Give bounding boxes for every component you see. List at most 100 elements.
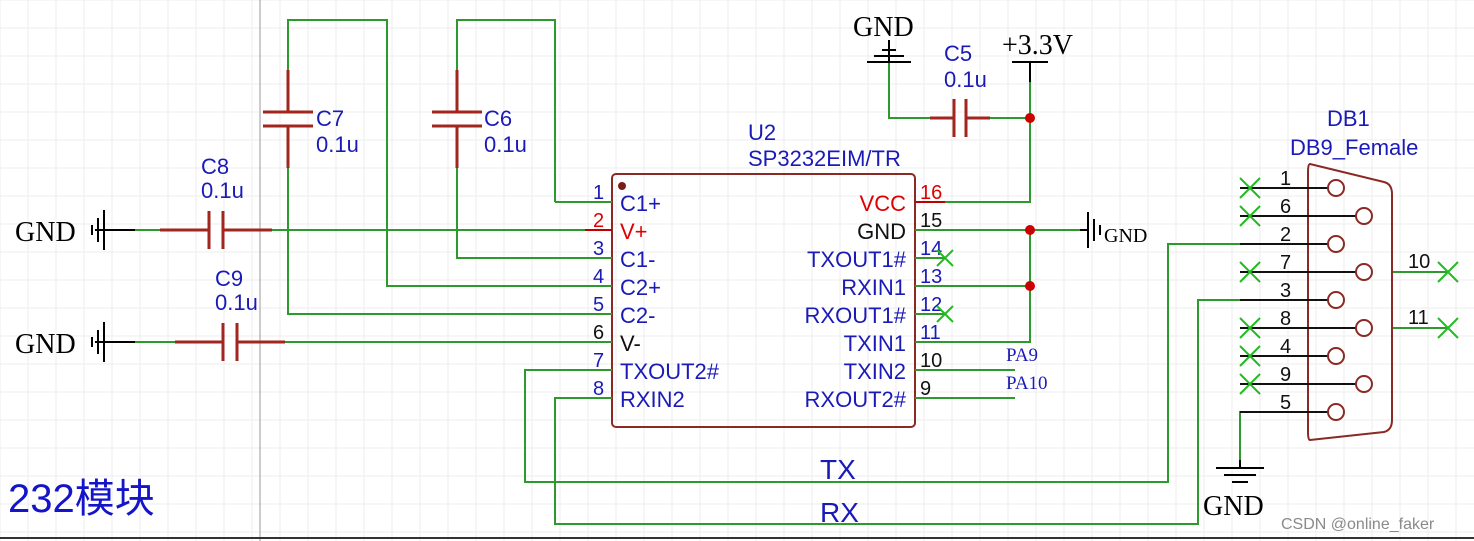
gnd-label-left-top: GND (15, 217, 76, 248)
capacitor-c9[interactable] (175, 323, 285, 361)
labels: GND +3.3V GND GND GND GND C5 0.1u C6 0.1… (8, 12, 1435, 533)
ic-pin-name: RXOUT2# (805, 387, 907, 412)
db9-pin-number: 8 (1280, 308, 1291, 330)
db9-pin-3-socket (1327, 291, 1345, 309)
no-connect-icon (1239, 317, 1261, 339)
ic-pin-name: RXOUT1# (805, 303, 907, 328)
junctions (1025, 113, 1035, 291)
db9-pin-5-socket (1327, 403, 1345, 421)
no-connect-icon (1239, 177, 1261, 199)
ic-pin-name: V+ (620, 219, 648, 244)
gnd-label-right: GND (1104, 225, 1147, 247)
capacitor-c7[interactable] (263, 70, 313, 168)
db9-side-pin-number: 10 (1408, 251, 1430, 273)
db9-pin-1-socket (1327, 179, 1345, 197)
net-label-rx: RX (820, 497, 859, 528)
no-connect-icon (1239, 373, 1261, 395)
db9-ref: DB1 (1327, 106, 1370, 131)
ic-ref: U2 (748, 120, 776, 145)
gnd-symbol-left-bottom (91, 322, 135, 362)
c7-ref: C7 (316, 106, 344, 131)
side-pin-11 (1437, 317, 1459, 339)
gnd-label-db9: GND (1203, 491, 1264, 522)
c5-ref: C5 (944, 41, 972, 66)
db9-pin-8-socket (1355, 319, 1373, 337)
wires (135, 19, 1448, 525)
no-connect-icon (1239, 261, 1261, 283)
ic-pin-number: 14 (920, 238, 942, 260)
capacitor-c5[interactable] (930, 99, 990, 137)
db9-pin-number: 9 (1280, 364, 1291, 386)
db9-side-pin-number: 11 (1408, 307, 1429, 329)
db9-shell (1307, 162, 1393, 442)
c8-value: 0.1u (201, 178, 244, 203)
ic-pin-name: TXIN2 (844, 359, 906, 384)
net-label-pa9: PA9 (1006, 345, 1038, 366)
ic-pin-name: V- (620, 331, 641, 356)
ic-pin-number: 13 (920, 266, 942, 288)
ic-pin-number: 7 (593, 350, 604, 372)
gnd-label-top: GND (853, 12, 914, 43)
db9-pin-number: 1 (1280, 168, 1291, 190)
ic-pin-number: 8 (593, 378, 604, 400)
ic-body (611, 173, 916, 428)
ic-pin-number: 9 (920, 378, 931, 400)
db9-pin-9-socket (1355, 375, 1373, 393)
ic-pin-number: 12 (920, 294, 942, 316)
ic-pin-name: TXIN1 (844, 331, 906, 356)
gnd-symbol-db9 (1216, 460, 1264, 483)
junction-dot (1025, 225, 1035, 235)
ic-pin-name: GND (857, 219, 906, 244)
junction-dot (1025, 113, 1035, 123)
gnd-label-left-bottom: GND (15, 329, 76, 360)
c8-ref: C8 (201, 154, 229, 179)
db9-pin-6-socket (1355, 207, 1373, 225)
db9-pin-4-socket (1327, 347, 1345, 365)
ic-pin-number: 16 (920, 182, 942, 204)
net-label-tx: TX (820, 454, 856, 485)
db9-pin-number: 4 (1280, 336, 1291, 358)
ic-pin-name: C2+ (620, 275, 661, 300)
ic-pin-number: 2 (593, 210, 604, 232)
ic-pin-number: 15 (920, 210, 942, 232)
c9-ref: C9 (215, 266, 243, 291)
ic-pin-number: 5 (593, 294, 604, 316)
ic-pin-number: 4 (593, 266, 604, 288)
ic-pin-number: 6 (593, 322, 604, 344)
pin1-marker (618, 182, 626, 190)
ic-pin-number: 1 (593, 182, 604, 204)
net-label-pa10: PA10 (1006, 373, 1048, 394)
side-pin-10 (1437, 261, 1459, 283)
ic-pin-number: 3 (593, 238, 604, 260)
ic-pin-name: RXIN1 (841, 275, 906, 300)
db9-pin-7-socket (1355, 263, 1373, 281)
db9-pin-2-socket (1327, 235, 1345, 253)
capacitor-c8[interactable] (160, 211, 272, 249)
c5-value: 0.1u (944, 67, 987, 92)
c6-ref: C6 (484, 106, 512, 131)
ic-pin-number: 10 (920, 350, 942, 372)
db9-part: DB9_Female (1290, 135, 1418, 160)
ic-pin-name: TXOUT2# (620, 359, 720, 384)
c9-value: 0.1u (215, 290, 258, 315)
vcc-label: +3.3V (1002, 30, 1073, 61)
db9-pin-number: 3 (1280, 280, 1291, 302)
ic-part: SP3232EIM/TR (748, 146, 901, 171)
ic-pin-name: TXOUT1# (807, 247, 907, 272)
gnd-symbol-left-top (91, 210, 135, 250)
c7-value: 0.1u (316, 132, 359, 157)
gnd-symbol-right (1080, 212, 1101, 248)
ic-pin-name: C2- (620, 303, 655, 328)
module-title: 232模块 (8, 477, 155, 521)
vcc-symbol (1012, 61, 1048, 82)
ic-pin-name: VCC (860, 191, 907, 216)
c6-value: 0.1u (484, 132, 527, 157)
db9-pin-number: 6 (1280, 196, 1291, 218)
db9-pin-number: 7 (1280, 252, 1291, 274)
ic-pin-name: RXIN2 (620, 387, 685, 412)
capacitor-c6[interactable] (432, 70, 482, 168)
